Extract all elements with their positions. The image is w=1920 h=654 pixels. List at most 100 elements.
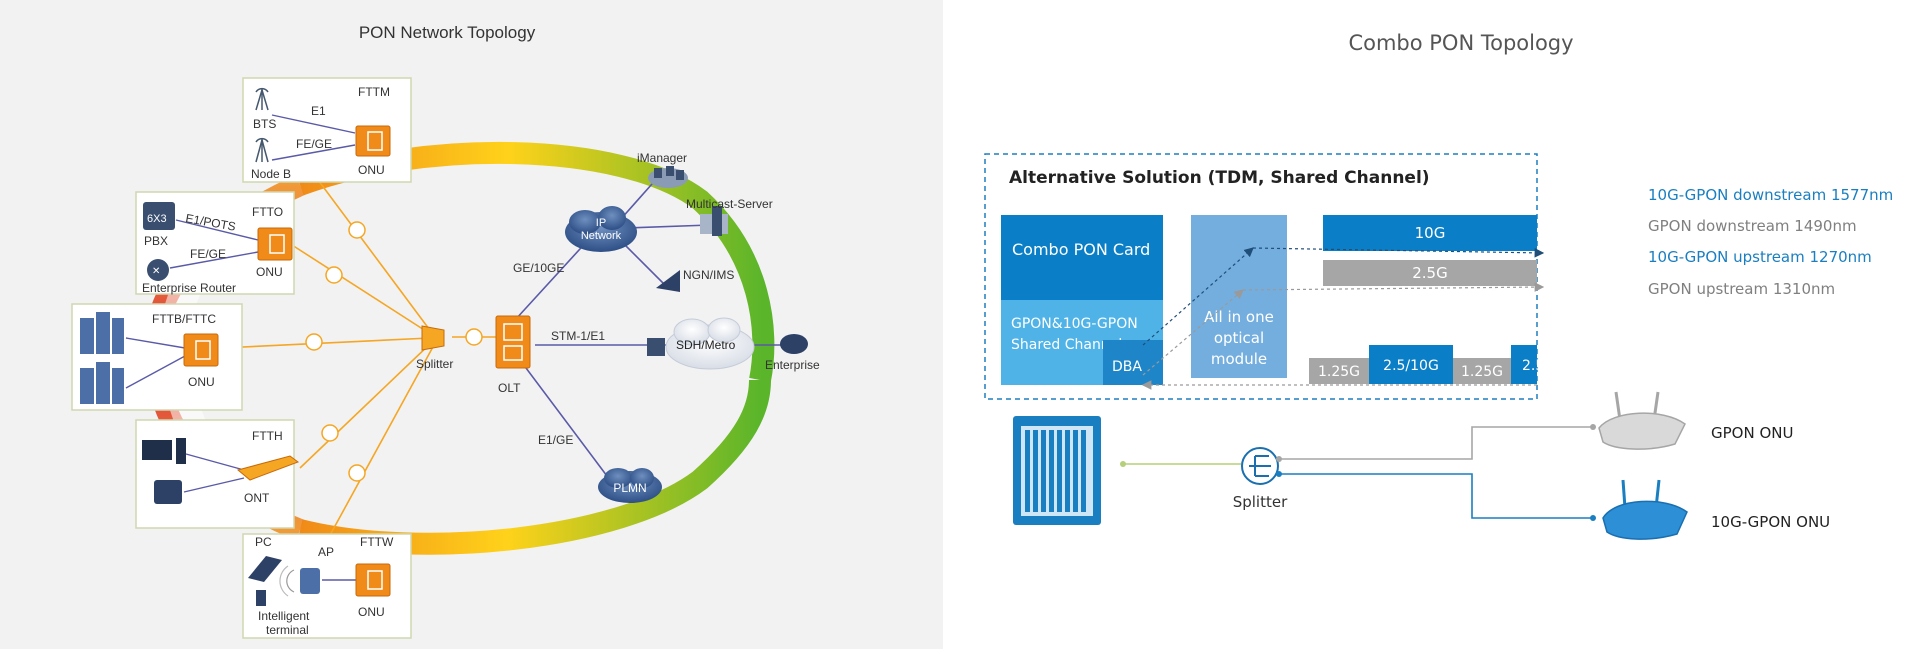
combo-card-label: Combo PON Card: [1012, 240, 1150, 259]
ont-icon: [236, 455, 300, 481]
combo-pon-card: [1001, 215, 1163, 300]
pbx-label: PBX: [144, 234, 168, 248]
plmn-cloud: PLMN: [598, 468, 662, 503]
slot-125g-2-label: 1.25G: [1461, 364, 1503, 380]
link-ge-label: GE/10GE: [513, 261, 564, 275]
enterprise-router-label: Enterprise Router: [142, 281, 236, 295]
slot-125g-1: [1309, 358, 1369, 384]
link-stm-label: STM-1/E1: [551, 329, 605, 343]
ftto-onu-label: ONU: [256, 265, 283, 279]
nodeb-label: Node B: [251, 167, 291, 181]
combo-pon-diagram: Combo PON Topology Alternative Solution …: [984, 31, 1893, 540]
fttm-onu-icon: [355, 125, 391, 157]
enterprise-router-icon: [147, 259, 169, 281]
optical-line3: module: [1211, 350, 1267, 368]
fttw-onu-icon: [355, 563, 391, 597]
pbx-badge: 6X3: [147, 213, 167, 225]
sdh-cloud: SDH/Metro: [647, 317, 755, 370]
10g-gpon-onu-icon: [1602, 479, 1688, 540]
band-25g: [1323, 260, 1537, 286]
ip-network-cloud: IP Network: [565, 206, 637, 252]
imanager-node: iManager: [637, 151, 688, 188]
fttm-onu-label: ONU: [358, 163, 385, 177]
ngn-label: NGN/IMS: [683, 268, 734, 282]
fttw-group: PC AP FTTW Intelligent terminal ONU: [242, 533, 412, 639]
dba-block: [1103, 340, 1163, 385]
fttb-group: FTTB/FTTC ONU: [71, 303, 243, 411]
shared-channel-line1: GPON&10G-GPON: [1011, 316, 1138, 332]
pc-monitor-icon: [142, 440, 172, 460]
right-splitter-label: Splitter: [1233, 493, 1288, 511]
bts-label: BTS: [253, 117, 276, 131]
pbx-icon: [143, 202, 175, 230]
link-e1ge-label: E1/GE: [538, 433, 573, 447]
wavelength-3: 10G-GPON upstream 1270nm: [1648, 248, 1872, 266]
ftto-group: FTTO 6X3 PBX ✕ Enterprise Router E1/POTS…: [135, 191, 295, 295]
terminal-label: terminal: [266, 623, 309, 637]
ngn-icon: [656, 270, 680, 292]
building-icon: [80, 312, 124, 404]
ftth-label: FTTH: [252, 429, 283, 443]
right-title: Combo PON Topology: [1348, 31, 1573, 55]
connector-circles: [305, 221, 483, 482]
slot-2510g-2-label: 2.5/10G: [1522, 358, 1578, 374]
optical-line2: optical: [1214, 329, 1264, 347]
pc-label: PC: [255, 535, 272, 549]
fttm-fege-label: FE/GE: [296, 137, 332, 151]
splitter-icon: [421, 325, 445, 351]
sdh-label: SDH/Metro: [676, 338, 736, 352]
tablet-icon: [256, 590, 266, 606]
fttw-onu-label: ONU: [358, 605, 385, 619]
optical-line1: All in one: [1204, 308, 1274, 326]
ngn-node: NGN/IMS: [656, 268, 734, 292]
left-title: PON Network Topology: [359, 23, 536, 42]
pon-network-topology-panel: PON Network Topology: [0, 0, 943, 649]
alternative-solution-box: [984, 153, 1538, 400]
pon-topology-diagram: PON Network Topology: [71, 23, 820, 639]
svg-text:✕: ✕: [152, 266, 160, 277]
intelligent-label: Intelligent: [258, 609, 310, 623]
band-10g-label: 10G: [1415, 224, 1446, 242]
fttm-e1-label: E1: [311, 104, 326, 118]
ip-network-line2: Network: [581, 230, 622, 242]
plmn-label: PLMN: [613, 481, 646, 495]
wavelength-2: GPON downstream 1490nm: [1648, 217, 1857, 235]
bts-tower-icon: [255, 87, 269, 111]
band-25g-label: 2.5G: [1412, 264, 1447, 282]
multicast-node: Multicast-Server: [686, 197, 773, 236]
combo-pon-topology-panel: Combo PON Topology Alternative Solution …: [943, 0, 1920, 649]
olt-label: OLT: [498, 381, 521, 395]
dba-label: DBA: [1112, 359, 1142, 375]
ip-network-line1: IP: [596, 217, 606, 229]
olt-chassis-icon: [1013, 416, 1101, 525]
ftth-ont-label: ONT: [244, 491, 270, 505]
fttb-label: FTTB/FTTC: [152, 312, 216, 326]
ap-label: AP: [318, 545, 334, 559]
gpon-onu-icon: [1598, 391, 1686, 450]
ftto-fege-label: FE/GE: [190, 247, 226, 261]
slot-125g-1-label: 1.25G: [1318, 364, 1360, 380]
slot-2510g-1-label: 2.5/10G: [1383, 358, 1439, 374]
ftto-label: FTTO: [252, 205, 283, 219]
ftto-onu-icon: [257, 227, 293, 261]
fttb-onu-label: ONU: [188, 375, 215, 389]
nodeb-tower-icon: [255, 137, 269, 163]
left-splitter-label: Splitter: [416, 357, 453, 371]
ap-icon: [300, 568, 320, 594]
wavelength-4: GPON upstream 1310nm: [1648, 280, 1835, 298]
box-title: Alternative Solution (TDM, Shared Channe…: [1009, 168, 1430, 188]
10g-gpon-onu-label: 10G-GPON ONU: [1711, 513, 1830, 531]
enterprise-label: Enterprise: [765, 358, 820, 372]
fttb-onu-icon: [183, 333, 219, 367]
phone-icon: [154, 480, 182, 504]
shared-channel-line2: Shared Channel: [1011, 337, 1122, 353]
enterprise-node: Enterprise: [765, 334, 820, 372]
band-10g: [1323, 215, 1537, 251]
fttw-label: FTTW: [360, 535, 394, 549]
fttm-label: FTTM: [358, 85, 390, 99]
olt-node: OLT: [495, 315, 531, 395]
imanager-label: iManager: [637, 151, 687, 165]
laptop-icon: [248, 556, 282, 582]
fttm-group: FTTM BTS Node B E1 FE/GE ONU: [242, 77, 412, 183]
sdh-device-icon: [647, 338, 665, 356]
